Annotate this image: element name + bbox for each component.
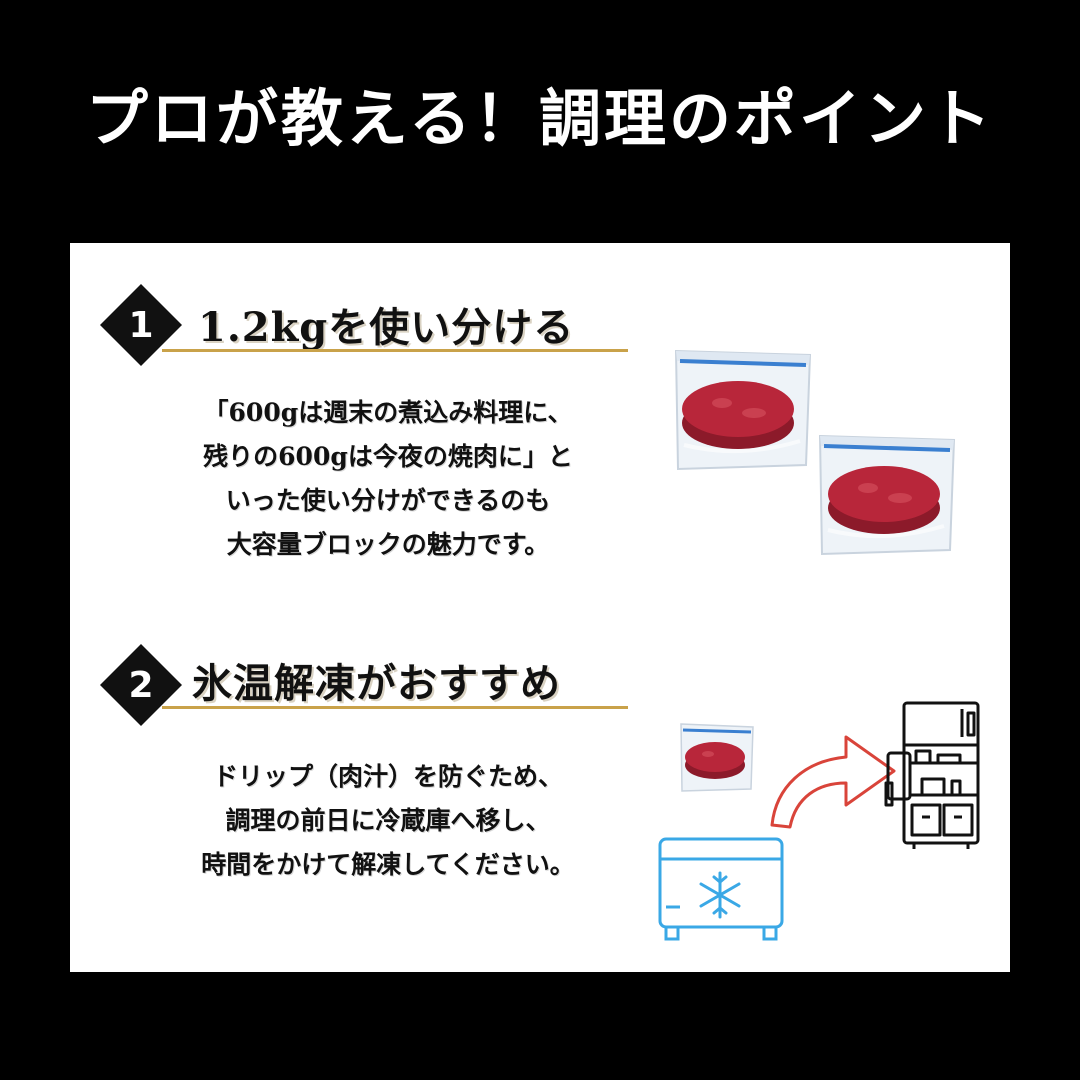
section-1-divider — [162, 349, 628, 352]
section-1-heading: 1.2kgを使い分ける — [198, 304, 575, 351]
section-2-number: 2 — [128, 664, 154, 706]
bagged-meat-icon — [818, 434, 956, 556]
section-1-line: 大容量ブロックの魅力です。 — [226, 530, 550, 559]
section-2-heading: 氷温解凍がおすすめ — [192, 660, 561, 707]
bagged-meat-icon — [680, 723, 754, 792]
section-1-line: 「600gは週末の煮込み料理に、 — [203, 398, 573, 427]
refrigerator-icon — [884, 701, 980, 849]
bagged-meat-icon — [674, 349, 812, 471]
section-2-body: ドリップ（肉汁）を防ぐため、 調理の前日に冷蔵庫へ移し、 時間をかけて解凍してく… — [118, 755, 658, 887]
section-2-line: 調理の前日に冷蔵庫へ移し、 — [225, 806, 551, 835]
section-1-number: 1 — [128, 304, 154, 346]
content-panel: 1 1.2kgを使い分ける 「600gは週末の煮込み料理に、 残りの600gは今… — [70, 243, 1010, 972]
freezer-icon — [658, 837, 784, 941]
snowflake-icon — [699, 871, 741, 919]
section-1-number-badge: 1 — [98, 282, 184, 368]
page-title: プロが教える！調理のポイント — [85, 82, 995, 155]
curved-arrow-icon — [770, 735, 896, 829]
section-1-line: いった使い分けができるのも — [225, 486, 551, 515]
diamond-icon — [100, 644, 182, 726]
section-2-line: 時間をかけて解凍してください。 — [201, 850, 575, 879]
diamond-icon — [100, 284, 182, 366]
section-2-number-badge: 2 — [98, 642, 184, 728]
section-1-line: 残りの600gは今夜の焼肉に」と — [203, 442, 573, 471]
section-2-divider — [162, 706, 628, 709]
section-2-line: ドリップ（肉汁）を防ぐため、 — [212, 762, 563, 791]
section-1-body: 「600gは週末の煮込み料理に、 残りの600gは今夜の焼肉に」と いった使い分… — [118, 391, 658, 567]
